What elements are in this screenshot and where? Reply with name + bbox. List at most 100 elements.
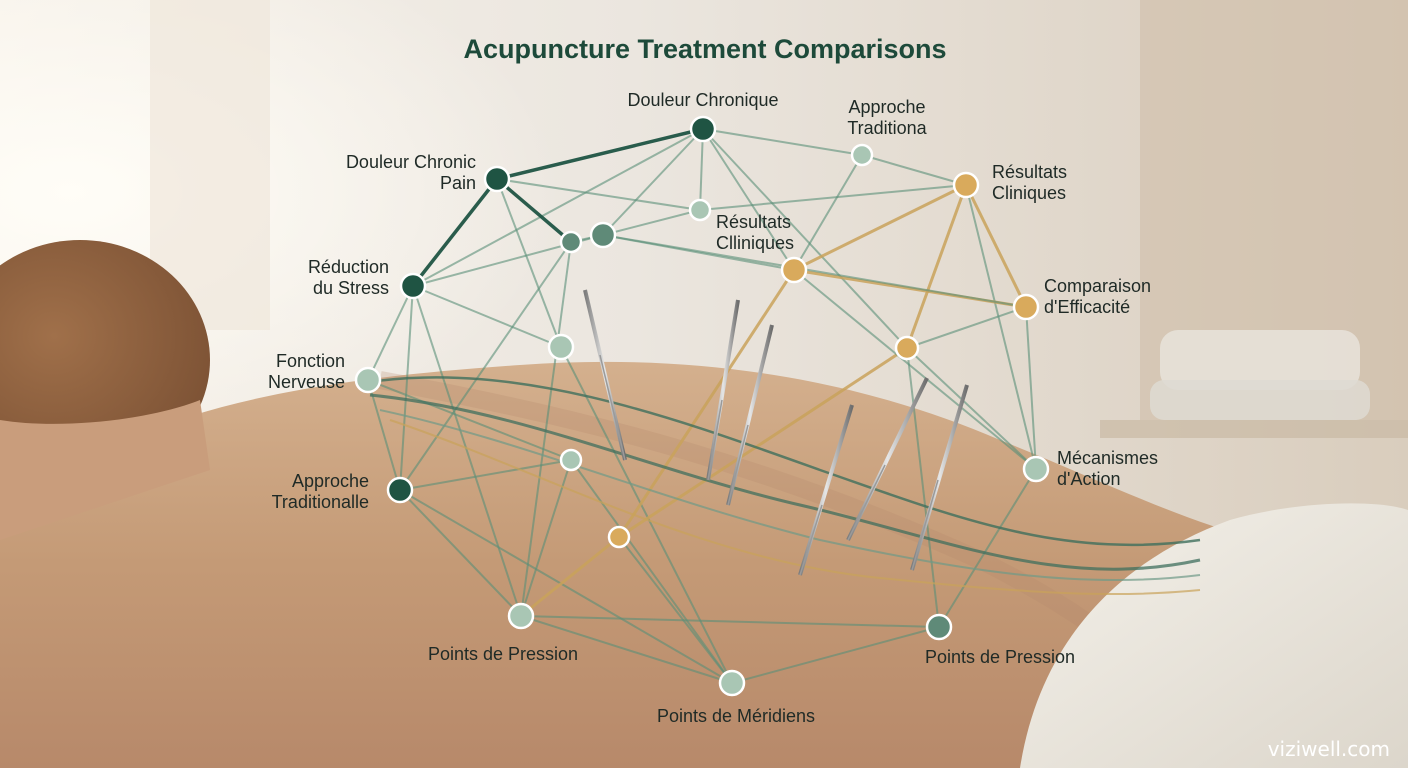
node-label-line: Nerveuse	[268, 372, 345, 392]
node-label-points-pression-right: Points de Pression	[925, 647, 1075, 667]
edge-fonction_nerveuse-hub_f	[367, 379, 572, 461]
network-nodes	[354, 115, 1050, 697]
node-label-points-meridiens: Points de Méridiens	[657, 706, 815, 726]
edge-comparaison_efficacite-mecanismes_action	[1025, 306, 1037, 470]
edge-resultats_cliniques_gold-comparaison_efficacite	[964, 184, 1028, 308]
node-label-points-pression-left: Points de Pression	[428, 644, 578, 664]
edge-douleur_chronic_pain-douleur_chronique	[496, 127, 704, 181]
edge-reduction_du_stress-points_pression_left	[412, 285, 522, 617]
edge-hub_b-resultats_clliniques	[602, 209, 701, 236]
edge-douleur_chronique-hub_b	[602, 128, 704, 236]
node-label-line: Douleur Chronique	[627, 90, 778, 110]
node-label-line: Résultats	[716, 212, 791, 232]
node-label-line: Résultats	[992, 162, 1067, 182]
node-label-line: Approche	[848, 97, 925, 117]
node-reduction-du-stress	[399, 272, 427, 300]
node-label-line: Douleur Chronic	[346, 152, 476, 172]
node-label-line: Réduction	[308, 257, 389, 277]
edge-hub_e-hub_g	[618, 346, 908, 539]
node-approche-traditiona	[850, 143, 874, 167]
node-comparaison-efficacite	[1012, 293, 1040, 321]
edge-douleur_chronique-hub_e	[702, 128, 908, 349]
edge-points_pression_left-points_meridiens	[520, 615, 733, 684]
connection-lines	[367, 127, 1037, 684]
edge-comparaison_efficacite-hub_e	[906, 306, 1027, 349]
node-points-pression-left	[507, 602, 535, 630]
edge-approche_traditionalle-hub_f	[399, 459, 572, 491]
edge-hub_d-hub_g	[617, 269, 796, 538]
meridian-curves	[369, 376, 1201, 596]
watermark: viziwell.com	[1268, 737, 1390, 761]
edge-reduction_du_stress-hub_c	[412, 285, 562, 348]
edge-hub_e-points_pression_right	[906, 347, 940, 628]
node-fonction-nerveuse	[354, 366, 382, 394]
node-hub-c	[547, 333, 575, 361]
node-points-pression-right	[925, 613, 953, 641]
edge-approche_traditionalle-points_pression_left	[399, 489, 522, 617]
node-hub-a	[559, 230, 583, 254]
edge-approche_traditionalle-hub_a	[399, 241, 572, 491]
edge-douleur_chronic_pain-hub_c	[496, 178, 562, 348]
edge-hub_a-points_pression_left	[520, 241, 572, 617]
edge-fonction_nerveuse-approche_traditionalle	[367, 379, 401, 491]
node-label-line: Points de Pression	[925, 647, 1075, 667]
edge-douleur_chronic_pain-reduction_du_stress	[411, 177, 499, 288]
edge-hub_f-points_meridiens	[570, 459, 733, 684]
edge-douleur_chronique-approche_traditiona	[702, 128, 863, 156]
node-label-line: Cliniques	[992, 183, 1066, 203]
node-mecanismes-action	[1022, 455, 1050, 483]
edge-resultats_cliniques_gold-mecanismes_action	[965, 184, 1037, 470]
edge-hub_b-comparaison_efficacite	[602, 234, 1027, 308]
node-douleur-chronic-pain	[483, 165, 511, 193]
diagram-title: Acupuncture Treatment Comparisons	[463, 34, 946, 64]
node-label-line: Traditiona	[847, 118, 927, 138]
needle-icon	[726, 324, 774, 506]
node-label-line: du Stress	[313, 278, 389, 298]
node-points-meridiens	[718, 669, 746, 697]
edge-points_pression_left-points_pression_right	[520, 615, 940, 628]
acupuncture-needles	[583, 289, 969, 576]
node-label-line: Comparaison	[1044, 276, 1151, 296]
node-label-line: d'Efficacité	[1044, 297, 1130, 317]
edge-hub_c-points_meridiens	[560, 346, 733, 684]
edge-hub_d-mecanismes_action	[793, 269, 1037, 470]
needle-icon	[583, 289, 627, 461]
node-label-line: Clliniques	[716, 233, 794, 253]
node-label-line: Pain	[440, 173, 476, 193]
node-label-line: Points de Pression	[428, 644, 578, 664]
needle-icon	[798, 404, 854, 576]
node-hub-e	[894, 335, 920, 361]
node-label-line: Approche	[292, 471, 369, 491]
node-resultats-cliniques-gold	[952, 171, 980, 199]
node-hub-g	[607, 525, 631, 549]
edge-douleur_chronique-resultats_clliniques	[699, 128, 704, 211]
edge-approche_traditiona-hub_d	[793, 154, 863, 271]
node-hub-f	[559, 448, 583, 472]
edge-douleur_chronique-hub_d	[702, 128, 795, 271]
edge-approche_traditiona-resultats_cliniques_gold	[861, 154, 967, 186]
node-hub-b	[589, 221, 617, 249]
edge-resultats_clliniques-resultats_cliniques_gold	[699, 184, 967, 211]
needle-icon	[910, 384, 969, 571]
edge-douleur_chronic_pain-resultats_clliniques	[496, 178, 701, 211]
node-label-line: d'Action	[1057, 469, 1120, 489]
edge-reduction_du_stress-fonction_nerveuse	[367, 285, 414, 381]
edge-reduction_du_stress-approche_traditionalle	[399, 285, 414, 491]
edge-reduction_du_stress-douleur_chronique	[412, 128, 704, 287]
edge-resultats_cliniques_gold-hub_e	[905, 184, 968, 349]
needle-icon	[706, 299, 740, 481]
node-resultats-clliniques	[688, 198, 712, 222]
edge-douleur_chronic_pain-hub_a	[495, 177, 573, 244]
edge-resultats_cliniques_gold-hub_d	[793, 183, 967, 272]
edge-hub_e-mecanismes_action	[906, 347, 1037, 470]
